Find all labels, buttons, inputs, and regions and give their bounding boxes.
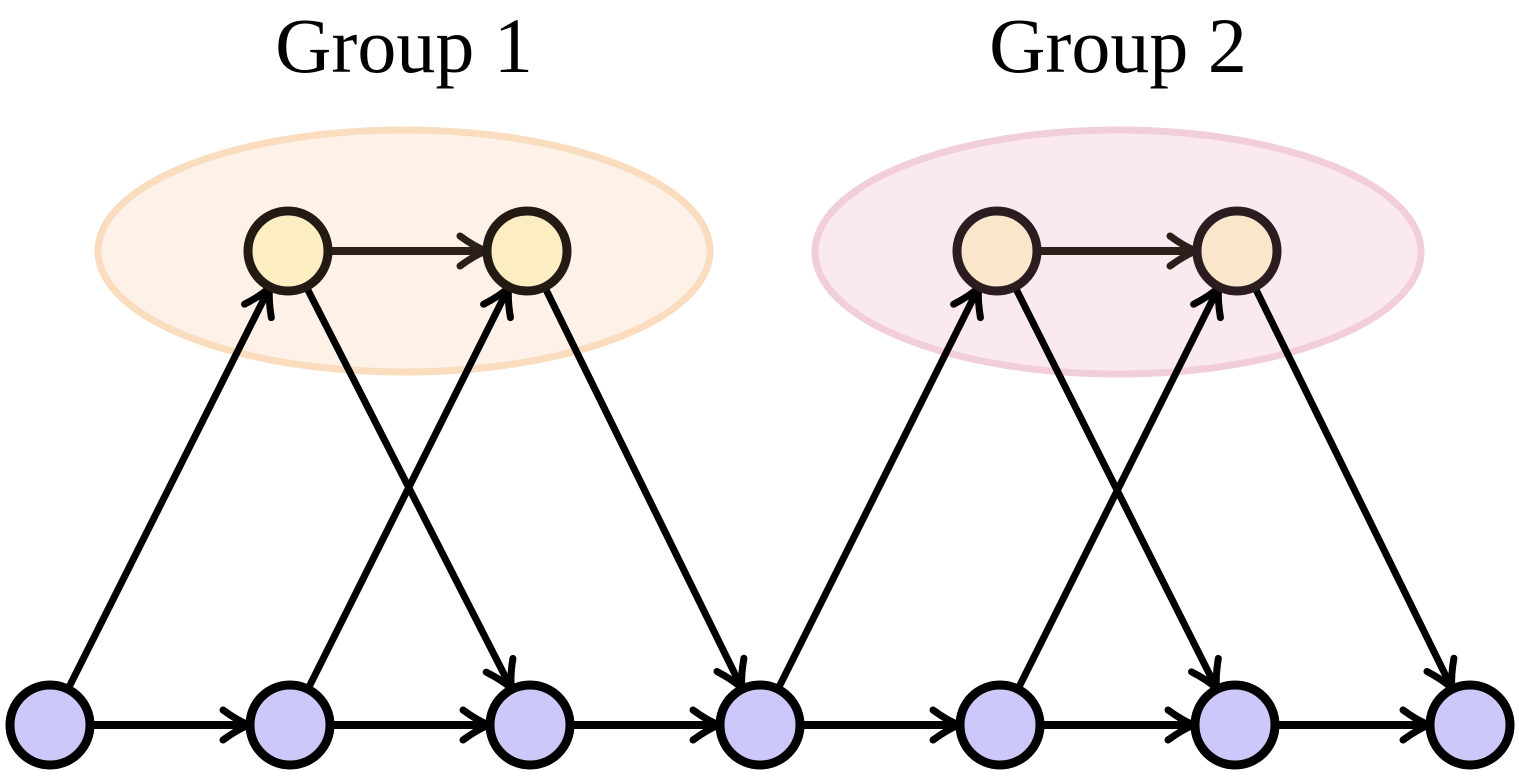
node-y1[interactable]	[243, 206, 333, 296]
group-2-label: Group 2	[989, 2, 1247, 89]
edge-aggregate	[65, 284, 275, 691]
arrowhead-barb	[507, 655, 517, 692]
edge-disperse	[542, 285, 748, 692]
node-p1[interactable]	[5, 680, 95, 770]
node-p6[interactable]	[1190, 680, 1280, 770]
node-y2[interactable]	[482, 206, 572, 296]
arrowhead-barb	[1212, 654, 1222, 692]
edge-chain	[798, 706, 963, 744]
node-p4[interactable]	[715, 680, 805, 770]
node-y3[interactable]	[952, 206, 1042, 296]
edge-chain	[568, 706, 723, 744]
node-p7[interactable]	[1425, 680, 1515, 770]
node-p3[interactable]	[485, 680, 575, 770]
edge-chain	[328, 706, 493, 744]
edge-chain	[1038, 706, 1198, 744]
node-p5[interactable]	[955, 680, 1045, 770]
edge-aggregate	[775, 284, 984, 691]
group-labels-layer: Group 1 Group 2	[275, 2, 1247, 89]
edge-chain	[1273, 706, 1433, 744]
node-y4[interactable]	[1192, 206, 1282, 296]
node-p2[interactable]	[245, 680, 335, 770]
nodes-layer	[5, 206, 1515, 770]
edge-disperse	[1252, 285, 1458, 692]
group-1-label: Group 1	[275, 2, 533, 89]
edge-chain	[88, 706, 253, 744]
